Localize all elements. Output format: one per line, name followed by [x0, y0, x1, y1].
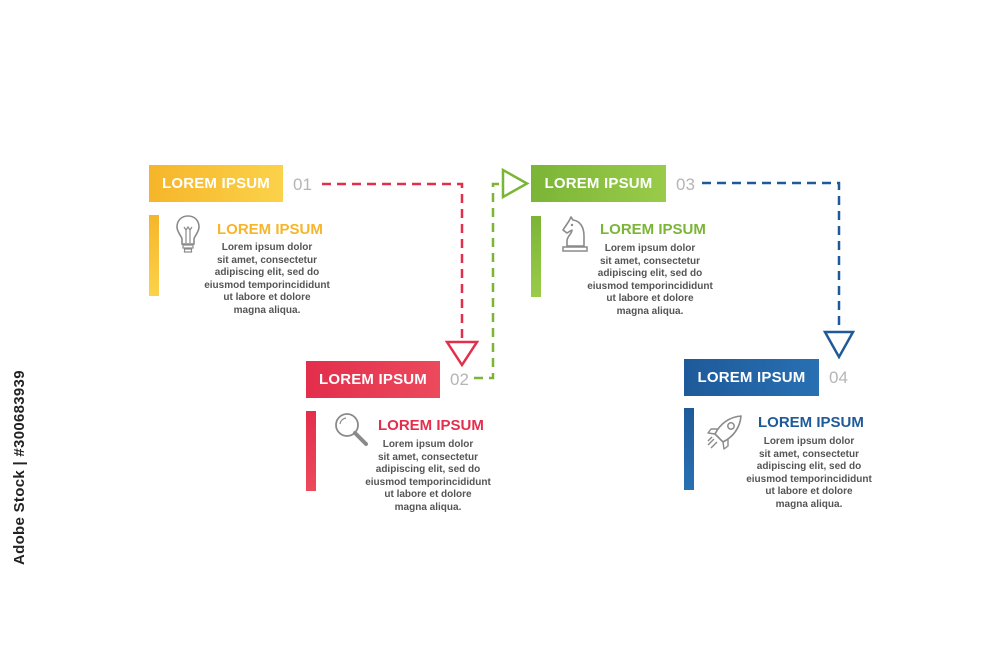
- step-02-title: LOREM IPSUM: [378, 417, 484, 434]
- stock-credit-text: Adobe Stock | #300683939: [11, 370, 28, 565]
- step-04-banner: LOREM IPSUM: [684, 359, 819, 396]
- description-line: adipiscing elit, sed do: [756, 461, 862, 472]
- description-line: eiusmod temporincididunt: [204, 279, 330, 291]
- description-line: ut labore et dolore: [223, 292, 311, 303]
- description-line: Lorem ipsum dolor: [604, 243, 696, 254]
- step-02-label: LOREM IPSUM: [318, 371, 428, 388]
- step-03-banner: LOREM IPSUM: [531, 165, 666, 202]
- description-line: Lorem ipsum dolor: [221, 242, 313, 253]
- step-04-title: LOREM IPSUM: [758, 414, 864, 431]
- magnifier-icon: [335, 413, 368, 446]
- step-04-number: 04: [829, 368, 848, 387]
- step-02-description: Lorem ipsum dolor sit amet, consectetur …: [358, 439, 498, 514]
- description-line: eiusmod temporincididunt: [746, 473, 872, 485]
- arrow-down-red-icon: [444, 340, 480, 368]
- step-01-title: LOREM IPSUM: [217, 221, 323, 238]
- step-01-banner: LOREM IPSUM: [149, 165, 283, 202]
- step-03-accent-bar: [531, 216, 541, 297]
- step-01-accent-bar: [149, 215, 159, 296]
- step-04-accent-bar: [684, 408, 694, 490]
- description-line: magna aliqua.: [233, 304, 301, 316]
- step-01-label: LOREM IPSUM: [161, 175, 271, 192]
- step-01-description: Lorem ipsum dolor sit amet, consectetur …: [197, 242, 337, 317]
- description-line: magna aliqua.: [616, 305, 684, 317]
- arrow-right-green-icon: [501, 167, 530, 200]
- description-line: magna aliqua.: [775, 498, 843, 510]
- step-03-description: Lorem ipsum dolor sit amet, consectetur …: [580, 243, 720, 318]
- description-line: adipiscing elit, sed do: [375, 464, 481, 475]
- step-02-accent-bar: [306, 411, 316, 491]
- step-04-label: LOREM IPSUM: [697, 369, 806, 386]
- description-line: eiusmod temporincididunt: [587, 280, 713, 292]
- arrow-down-blue-icon: [822, 330, 856, 360]
- description-line: adipiscing elit, sed do: [214, 267, 320, 278]
- step-04-description: Lorem ipsum dolor sit amet, consectetur …: [739, 436, 879, 511]
- description-line: sit amet, consectetur: [599, 255, 701, 267]
- step-02-banner: LOREM IPSUM: [306, 361, 440, 398]
- description-line: Lorem ipsum dolor: [763, 436, 855, 447]
- description-line: ut labore et dolore: [765, 486, 853, 497]
- description-line: eiusmod temporincididunt: [365, 476, 491, 488]
- description-line: sit amet, consectetur: [377, 451, 479, 463]
- step-03-label: LOREM IPSUM: [544, 175, 653, 192]
- description-line: sit amet, consectetur: [758, 448, 860, 460]
- connector-03-04: [702, 181, 841, 330]
- step-02-number: 02: [450, 370, 469, 389]
- step-01-number: 01: [293, 175, 312, 194]
- description-line: Lorem ipsum dolor: [382, 439, 474, 450]
- chess-knight-icon: [562, 216, 588, 252]
- description-line: sit amet, consectetur: [216, 254, 318, 266]
- description-line: ut labore et dolore: [384, 489, 472, 500]
- connector-01-02: [322, 182, 464, 343]
- description-line: adipiscing elit, sed do: [597, 268, 703, 279]
- description-line: ut labore et dolore: [606, 293, 694, 304]
- step-03-title: LOREM IPSUM: [600, 221, 706, 238]
- step-03-number: 03: [676, 175, 695, 194]
- rocket-icon: [707, 415, 742, 450]
- connector-02-03: [474, 182, 502, 380]
- stock-credit: Adobe Stock | #300683939: [0, 370, 39, 575]
- description-line: magna aliqua.: [394, 501, 462, 513]
- lightbulb-icon: [176, 215, 200, 253]
